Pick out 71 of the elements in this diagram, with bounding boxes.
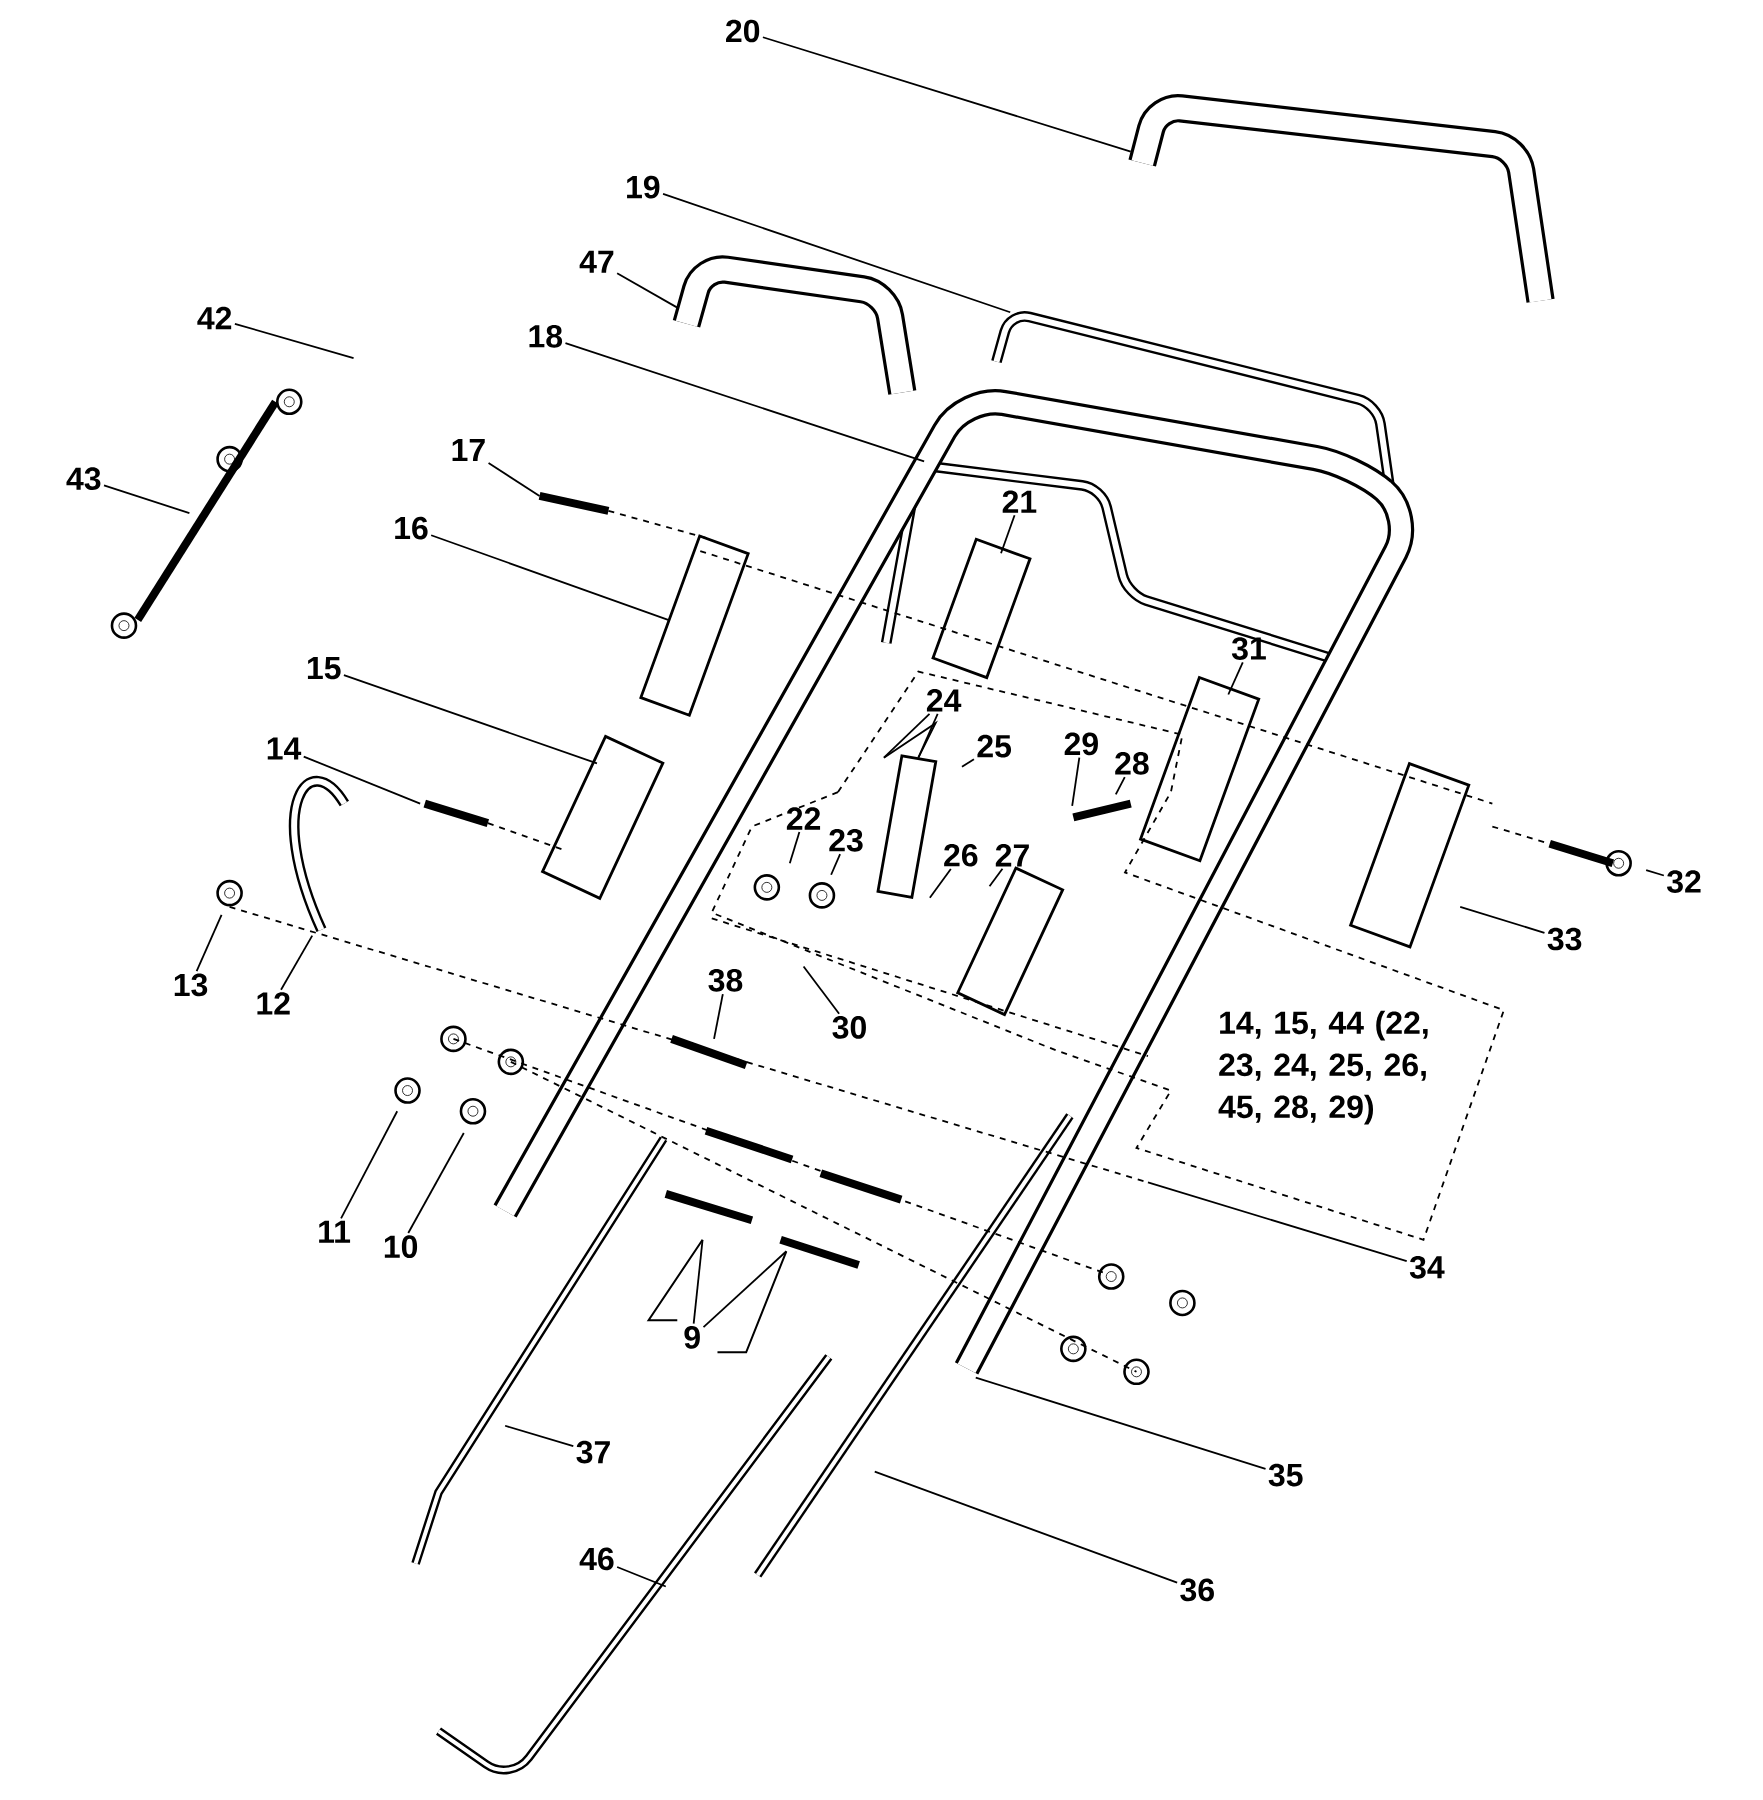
callout-number: 23 [829,828,863,852]
callout-number: 31 [1231,637,1266,660]
leader-line [487,462,541,497]
leader-line [195,914,223,973]
callout-number: 24 [926,689,962,712]
leader-line [233,322,355,360]
callout-number: 30 [832,1016,866,1039]
leader-line [407,1132,465,1234]
leader-line [692,1238,704,1325]
leader-line [713,993,724,1040]
leader-line [830,853,841,876]
callout-number: 46 [579,1547,614,1571]
leader-line [1114,776,1126,796]
callout-number: 32 [1666,870,1701,893]
leader-line [960,758,975,768]
callout-number: 35 [1268,1463,1303,1487]
leader-line [1000,514,1016,555]
callout-number: 34 [1409,1256,1445,1279]
callout-number: 33 [1547,927,1582,951]
callout-number: 15 [307,656,341,680]
leader-line [102,484,191,515]
leader-line [280,934,313,991]
leader-line [1459,906,1546,934]
leader-line [802,965,840,1015]
callout-number: 29 [1064,732,1098,756]
leader-line [988,867,1004,888]
leader-line [430,534,669,621]
callout-number: 36 [1180,1578,1214,1602]
callout-number: 25 [977,734,1011,758]
leader-line [504,1424,575,1448]
leader-line [1071,756,1081,807]
leader-line [342,674,598,765]
leader-line [616,1566,667,1588]
callout-number: 47 [579,250,614,273]
callout-number: 38 [708,969,743,992]
callout-number: 21 [1002,490,1037,513]
leader-line [662,193,1011,314]
leader-line [1146,1181,1408,1263]
callout-number: 14 [267,737,302,760]
callout-number: 43 [66,467,101,491]
leader-line [340,1110,398,1220]
callout-number: 12 [257,992,290,1015]
leader-line [873,1470,1178,1584]
callout-number: 27 [995,844,1029,867]
callout-number: 13 [174,973,208,997]
leader-line [761,36,1132,153]
callout-number: 37 [576,1440,610,1464]
leader-line [1227,661,1244,696]
leader-line [882,712,931,759]
callout-number: 26 [944,843,978,867]
callout-number: 28 [1115,752,1149,775]
leader-line [1645,869,1665,877]
callout-number: 16 [395,516,428,540]
callout-number: 17 [452,438,485,461]
leader-line [302,755,421,805]
leader-line [702,1250,788,1328]
leader-line [788,831,801,865]
callout-number: 18 [529,325,562,348]
leader-line [928,868,952,899]
leader-line [564,342,925,463]
callout-number: 9 [684,1326,700,1349]
callout-number: 20 [725,19,760,43]
callout-number: 19 [626,175,660,199]
callout-number: 10 [384,1235,417,1258]
callout-number: 11 [319,1220,350,1243]
leader-line [974,1376,1267,1470]
leader-line [616,272,679,309]
callout-number: 14, 15, 44 (22, 23, 24, 25, 26, 45, 28, 29) [1218,1010,1428,1125]
callout-number: 42 [197,306,232,330]
leader-line [917,712,939,759]
callout-number: 22 [786,807,820,830]
